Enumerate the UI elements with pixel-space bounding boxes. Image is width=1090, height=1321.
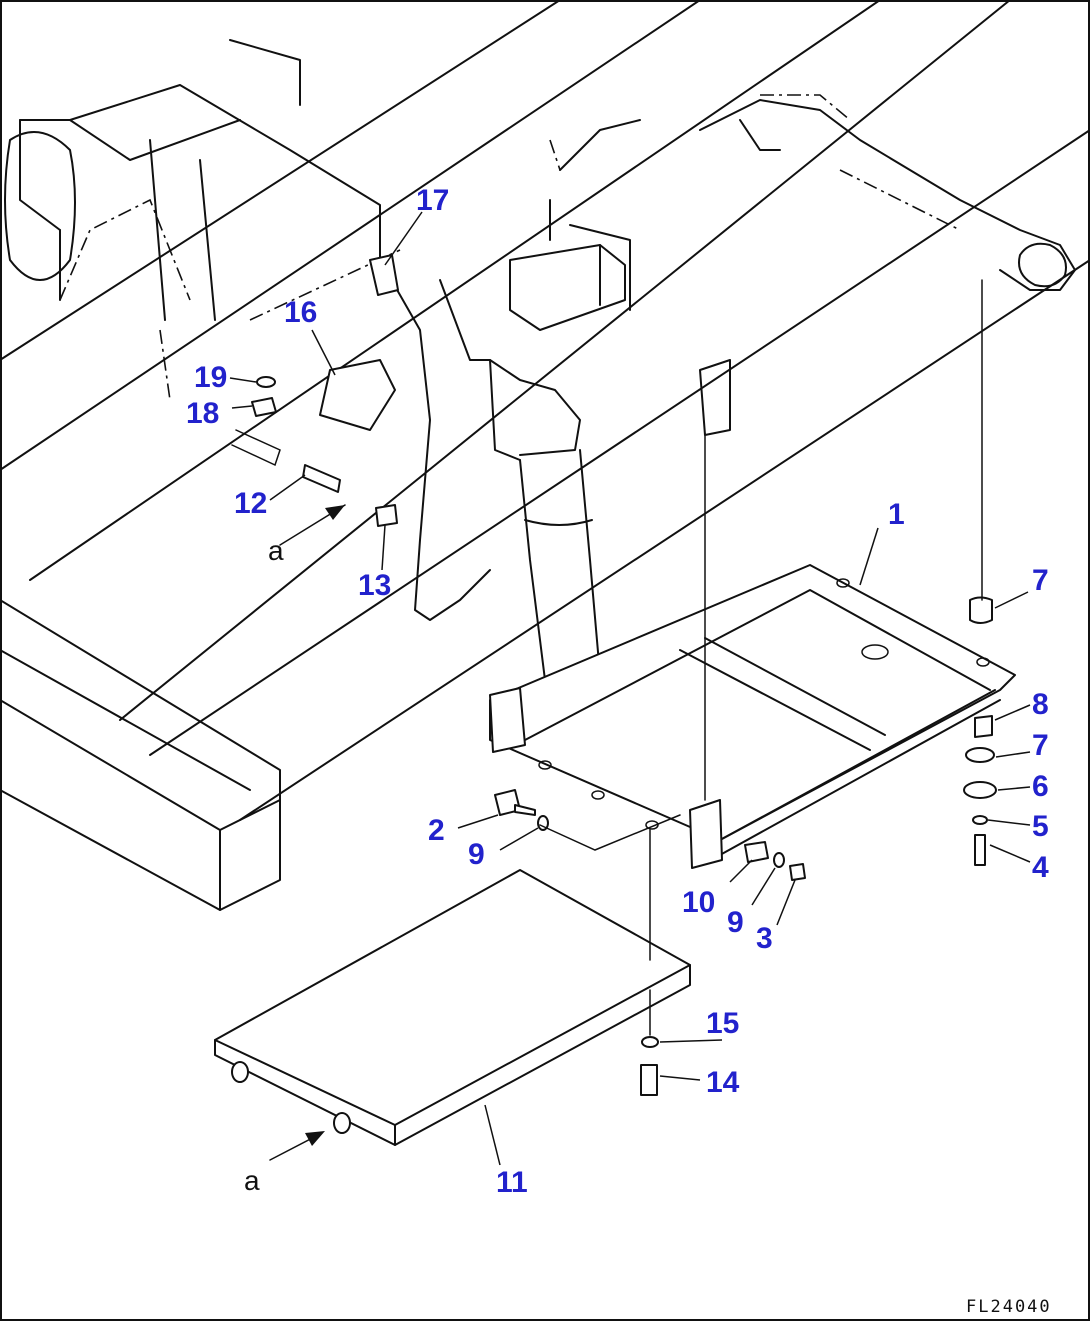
callout-7: 7 — [1032, 564, 1049, 597]
callout-17: 17 — [416, 184, 449, 217]
callout-labels: 1 7 8 7 6 5 4 2 9 10 9 3 15 14 11 12 13 … — [186, 184, 1049, 1199]
reference-label-a: a — [244, 1165, 260, 1196]
washer-19 — [256, 376, 276, 388]
callout-12: 12 — [234, 487, 267, 520]
hidden-lines — [59, 94, 961, 401]
reference-arrows — [269, 504, 346, 1161]
nut-13 — [375, 504, 398, 527]
callout-10: 10 — [682, 886, 715, 919]
battery-tray — [489, 564, 1016, 869]
callout-9: 9 — [727, 906, 744, 939]
callout-6: 6 — [1032, 770, 1049, 803]
guide-lines — [539, 279, 983, 1036]
bracket-16 — [319, 359, 396, 431]
mount-hardware — [494, 596, 997, 1096]
u-bolt-17 — [369, 254, 399, 296]
callout-4: 4 — [1032, 851, 1049, 884]
callout-11: 11 — [496, 1166, 528, 1199]
bracket-hardware — [231, 254, 399, 527]
callout-14: 14 — [706, 1066, 740, 1099]
callout-16: 16 — [284, 296, 317, 329]
reference-label-a: a — [268, 535, 284, 566]
figure-code: FL24040 — [966, 1297, 1052, 1317]
bolt-12 — [302, 464, 341, 493]
callout-13: 13 — [358, 569, 391, 602]
callout-7: 7 — [1032, 729, 1049, 762]
vehicle-frame — [0, 0, 1090, 911]
battery-cover — [214, 869, 691, 1146]
callout-9: 9 — [468, 838, 485, 871]
leader-lines — [229, 211, 1031, 1166]
callout-15: 15 — [706, 1007, 739, 1040]
callout-8: 8 — [1032, 688, 1049, 721]
nut-18 — [251, 397, 277, 417]
callout-3: 3 — [756, 922, 773, 955]
callout-18: 18 — [186, 397, 219, 430]
callout-2: 2 — [428, 814, 445, 847]
callout-1: 1 — [888, 498, 905, 531]
callout-5: 5 — [1032, 810, 1049, 843]
callout-19: 19 — [194, 361, 227, 394]
